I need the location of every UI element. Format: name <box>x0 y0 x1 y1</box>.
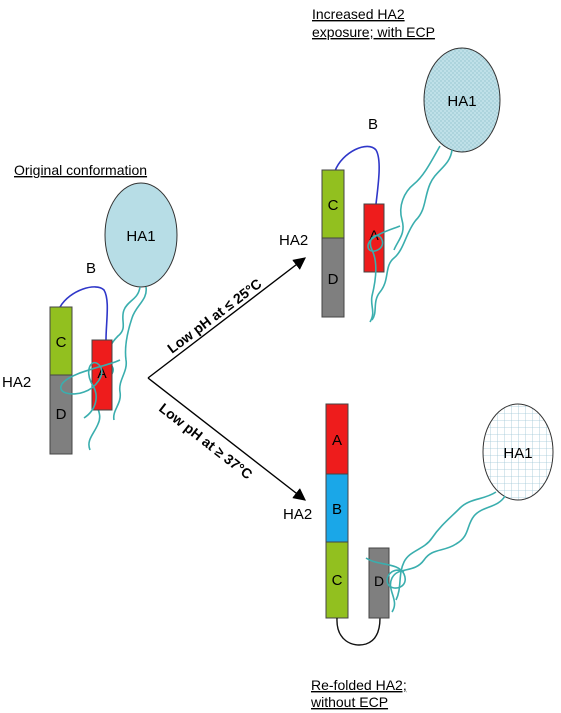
segment-d-label-refolded: D <box>374 573 384 589</box>
refolded-title-line2: without ECP <box>310 694 388 710</box>
ha1-label-exposed: HA1 <box>447 93 476 110</box>
segment-a-label-refolded: A <box>332 432 342 449</box>
loop-b-exposed <box>334 145 380 205</box>
ha1-globule-grid <box>482 403 554 501</box>
ha1-chain-refolded <box>389 495 506 613</box>
ha1-globule-dotted <box>423 47 501 153</box>
ha2-label-exposed: HA2 <box>279 232 308 249</box>
segment-c-label-refolded: C <box>332 572 343 589</box>
ha1-label: HA1 <box>126 228 155 245</box>
segment-d-label-exposed: D <box>328 271 339 288</box>
refolded-title-line1: Re-folded HA2; <box>311 677 407 693</box>
original-title: Original conformation <box>14 162 147 178</box>
ha2-chain-exposed <box>367 225 401 323</box>
loop-refolded <box>336 617 381 646</box>
ha2-chain-refolded <box>365 557 406 589</box>
arrow-upper <box>147 257 307 379</box>
panel-original: Original conformation HA1 B C D A HA2 <box>2 162 178 455</box>
ha1-chain-exposed <box>371 149 453 321</box>
segment-d-label: D <box>56 406 67 423</box>
ha2-label-refolded: HA2 <box>283 506 312 523</box>
segment-d-exposed <box>321 237 345 318</box>
panel-exposed: Increased HA2 exposure; with ECP HA1 B C… <box>279 6 501 323</box>
arrow-lower-label: Low pH at ≥ 37°C <box>156 400 255 483</box>
arrow-upper-label: Low pH at ≤ 25°C <box>164 275 264 356</box>
segment-c-label: C <box>56 334 67 351</box>
segment-a-label-exposed: A <box>369 227 379 243</box>
arrow-lower <box>147 377 306 501</box>
exposed-title-line2: exposure; with ECP <box>312 24 435 40</box>
loop-b-label: B <box>86 260 96 277</box>
segment-b-label-refolded: B <box>332 501 342 518</box>
ha1-label-refolded: HA1 <box>503 445 532 462</box>
ha2-chain <box>60 359 121 419</box>
segment-d-refolded <box>368 547 390 619</box>
loop-b-label-exposed: B <box>368 116 378 133</box>
segment-c-label-exposed: C <box>328 197 339 214</box>
loop-b <box>59 286 109 341</box>
segment-d <box>49 374 73 455</box>
exposed-title-line1: Increased HA2 <box>312 6 405 22</box>
transition-arrows: Low pH at ≤ 25°C Low pH at ≥ 37°C <box>147 257 307 501</box>
panel-refolded: HA1 A B C D HA2 Re-folded HA2; without E… <box>283 403 554 710</box>
ha1-globule <box>104 182 178 288</box>
ha2-label: HA2 <box>2 374 31 391</box>
